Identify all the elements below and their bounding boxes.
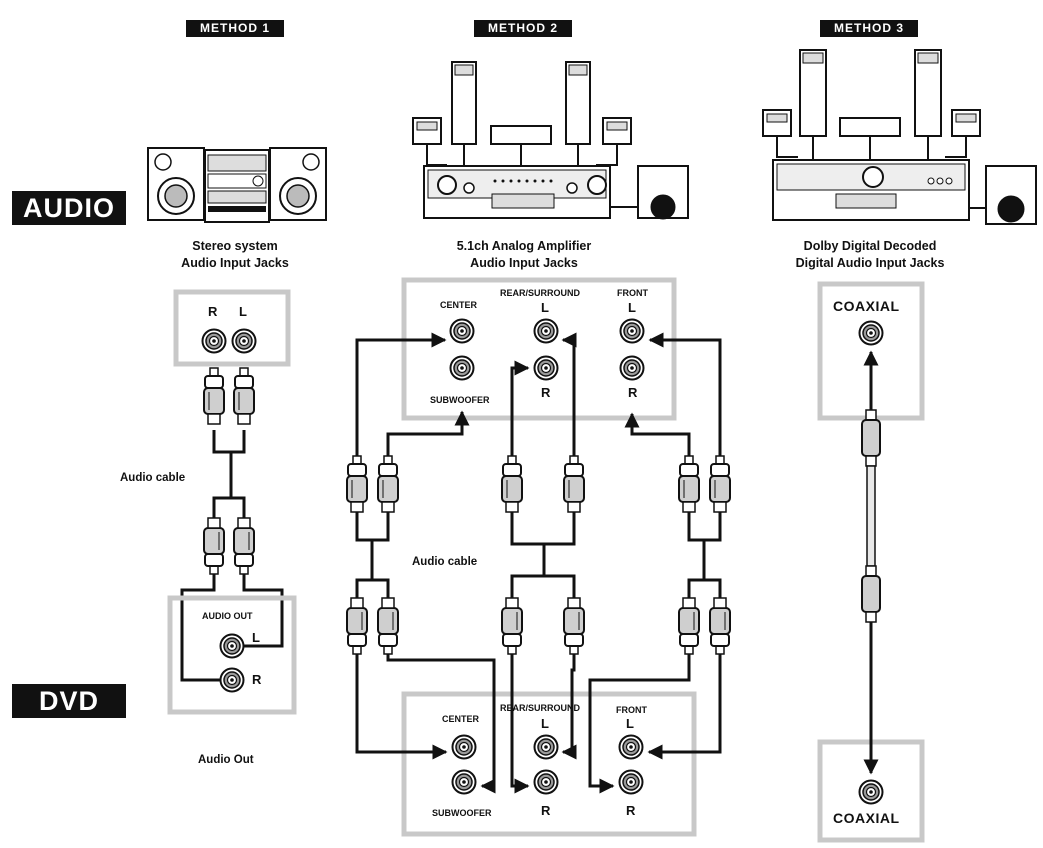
m3-coaxial-cable <box>861 350 881 775</box>
m3-coaxial-in-jack <box>858 320 884 346</box>
m2-top-rear-label: REAR/SURROUND <box>500 288 581 298</box>
m1-out-jack-r <box>219 667 245 693</box>
m2-bottom-front-r: R <box>626 803 636 818</box>
m2-caption-line1: 5.1ch Analog Amplifier <box>456 239 592 253</box>
m2-caption-line2: Audio Input Jacks <box>470 256 578 270</box>
m1-caption-line1: Stereo system <box>192 239 278 253</box>
stereo-system-illustration <box>147 147 327 223</box>
method-1-tag: METHOD 1 <box>186 20 284 37</box>
m2-bottom-rear-l: L <box>541 716 549 731</box>
m2-top-front-r: R <box>628 385 638 400</box>
m1-input-r-label: R <box>208 304 218 319</box>
m1-output-panel <box>167 595 297 715</box>
m3-top-coaxial-label: COAXIAL <box>833 298 900 314</box>
m2-bottom-front-label: FRONT <box>616 705 647 715</box>
m1-input-l-label: L <box>239 304 247 319</box>
m2-top-front-l: L <box>628 300 636 315</box>
m1-caption-line2: Audio Input Jacks <box>181 256 289 270</box>
m2-caption: 5.1ch Analog Amplifier Audio Input Jacks <box>424 238 624 272</box>
m1-input-panel <box>173 289 291 367</box>
m2-cable-label: Audio cable <box>412 556 478 568</box>
m2-audio-cables <box>355 332 722 794</box>
method-2-tag: METHOD 2 <box>474 20 572 37</box>
audio-side-label: AUDIO <box>12 191 126 225</box>
m2-top-subwoofer-label: SUBWOOFER <box>430 395 490 405</box>
m3-caption-line1: Dolby Digital Decoded <box>803 239 937 253</box>
m2-output-panel <box>401 691 697 837</box>
m1-audio-out-title: AUDIO OUT <box>202 611 253 621</box>
m1-out-l-label: L <box>252 630 260 645</box>
m1-audio-cable <box>180 430 284 682</box>
m3-bottom-coaxial-label: COAXIAL <box>833 810 900 826</box>
m2-top-front-label: FRONT <box>617 288 648 298</box>
m3-caption-line2: Digital Audio Input Jacks <box>795 256 945 270</box>
m1-out-r-label: R <box>252 672 262 687</box>
m3-coaxial-out-jack <box>858 779 884 805</box>
m2-bottom-subwoofer-label: SUBWOOFER <box>432 808 492 818</box>
m1-bottom-caption: Audio Out <box>198 754 254 766</box>
m1-jack-l <box>231 328 257 354</box>
m1-caption: Stereo system Audio Input Jacks <box>140 238 330 272</box>
m1-out-jack-l <box>219 633 245 659</box>
m3-caption: Dolby Digital Decoded Digital Audio Inpu… <box>770 238 970 272</box>
m2-top-center-label: CENTER <box>440 300 478 310</box>
m1-jack-r <box>201 328 227 354</box>
m2-bottom-rear-label: REAR/SURROUND <box>500 703 581 713</box>
m1-cable-label: Audio cable <box>120 472 186 484</box>
m2-top-rear-r: R <box>541 385 551 400</box>
m2-bottom-center-label: CENTER <box>442 714 480 724</box>
m2-bottom-front-l: L <box>626 716 634 731</box>
method-3-tag: METHOD 3 <box>820 20 918 37</box>
m2-bottom-rear-r: R <box>541 803 551 818</box>
dvd-side-label: DVD <box>12 684 126 718</box>
surround-amplifier-illustration <box>412 61 689 220</box>
m2-top-rear-l: L <box>541 300 549 315</box>
digital-decoder-illustration <box>762 49 1037 225</box>
m2-input-panel <box>401 277 677 421</box>
